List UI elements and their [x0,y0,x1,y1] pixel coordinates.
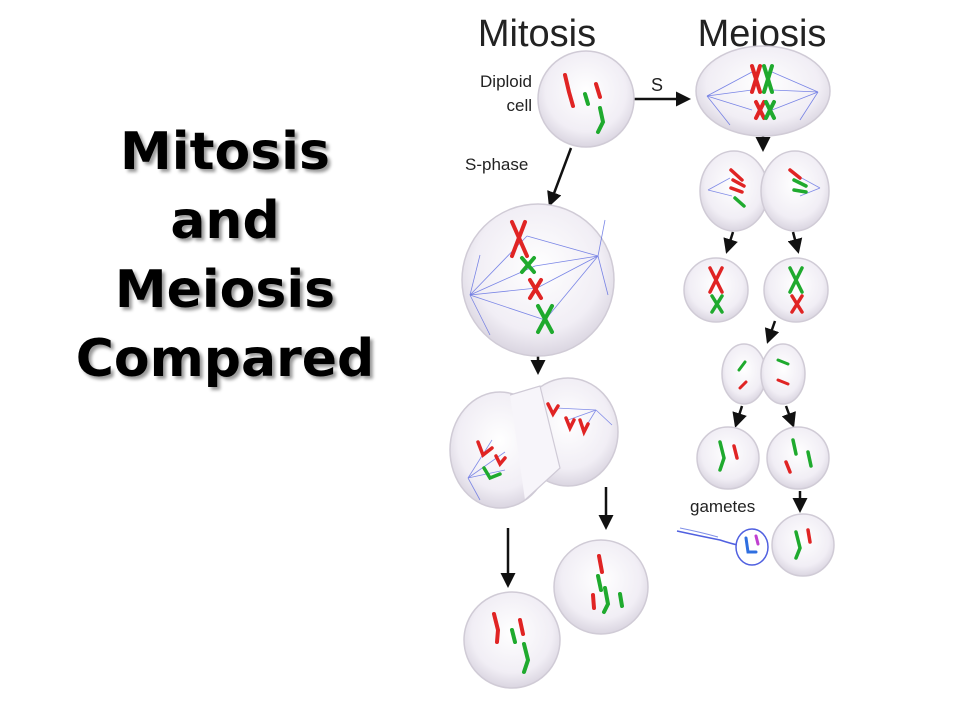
meiosis-metaphase2-cell-right [763,257,829,323]
gametes-label: gametes [690,497,755,516]
title-line-4: Compared [75,329,375,389]
meiosis-haploid-cell-right [766,426,830,490]
meiosis-metaphase1-cell [695,45,831,137]
mitosis-meiosis-diagram: Mitosis Meiosis Diploid cell S-phase S g… [449,13,835,689]
arrow-meiosis-4b [781,405,796,428]
mitosis-diploid-cell [537,50,635,148]
arrow-meiosis-3 [764,320,780,344]
diploid-label-line1: Diploid [480,72,532,91]
s-phase-label: S-phase [465,155,528,174]
slide-title: Mitosis and Meiosis Compared [40,118,410,394]
title-line-1: Mitosis [120,122,330,182]
meiosis-anaphase1-cell [699,150,830,232]
meiosis-egg-cell [771,513,835,577]
mitosis-metaphase-cell [461,203,615,357]
diploid-label-line2: cell [506,96,532,115]
mitosis-dividing-cell [449,377,619,509]
arrow-meiosis-4a [732,405,747,428]
arrow-meiosis-2a [723,231,738,254]
meiosis-metaphase2-cell-left [683,257,749,323]
meiosis-haploid-cell-left [696,426,760,490]
title-line-3: Meiosis [114,260,336,320]
mitosis-heading: Mitosis [478,13,596,55]
mitosis-daughter-cell-right [553,539,649,635]
title-line-2: and [170,191,280,251]
arrow-s-phase [547,147,573,207]
sperm-cell [676,527,769,566]
s-label: S [651,75,663,95]
meiosis-anaphase2-cell [721,343,806,405]
mitosis-daughter-cell-left [463,591,561,689]
arrow-meiosis-2b [787,231,803,254]
